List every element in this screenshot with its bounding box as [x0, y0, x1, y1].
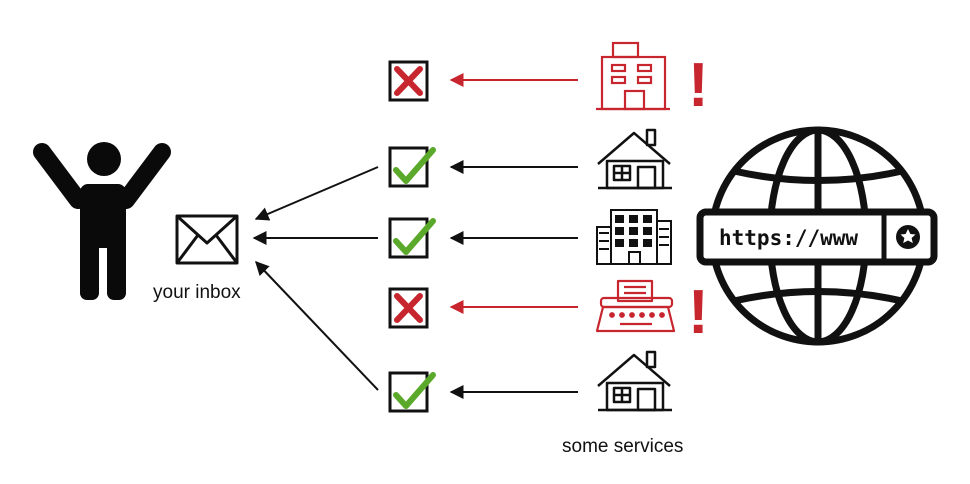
x-mark-icon: [394, 293, 423, 323]
inbox-label: your inbox: [153, 282, 241, 303]
checkmark-icon: [393, 147, 436, 184]
checkmark-icon: [393, 372, 436, 409]
checkmark-icon: [393, 218, 436, 255]
status-box-row5: [388, 371, 436, 413]
url-bar: https://www: [696, 208, 938, 266]
star-badge-icon: [896, 225, 920, 249]
url-text: https://www: [719, 226, 858, 250]
apartment-building-icon: [596, 209, 672, 265]
office-building-icon: [596, 41, 670, 111]
arrow-row5-to-inbox: [255, 260, 379, 391]
arrow-row2-to-inbox: [254, 166, 379, 221]
person-arms-up-icon: [33, 142, 171, 300]
warning-exclamation-row1: !: [688, 51, 709, 120]
house-icon: [597, 128, 672, 190]
typewriter-icon: [595, 279, 676, 333]
services-label: some services: [562, 436, 684, 457]
status-box-row3: [388, 217, 436, 259]
house-icon: [597, 350, 672, 412]
envelope-icon: [175, 214, 239, 265]
status-box-row2: [388, 146, 436, 188]
status-box-row1: [388, 60, 429, 102]
warning-exclamation-row4: !: [688, 278, 709, 347]
inbox-arrows: [252, 166, 379, 391]
status-box-row4: [388, 287, 429, 329]
x-mark-icon: [394, 66, 423, 96]
